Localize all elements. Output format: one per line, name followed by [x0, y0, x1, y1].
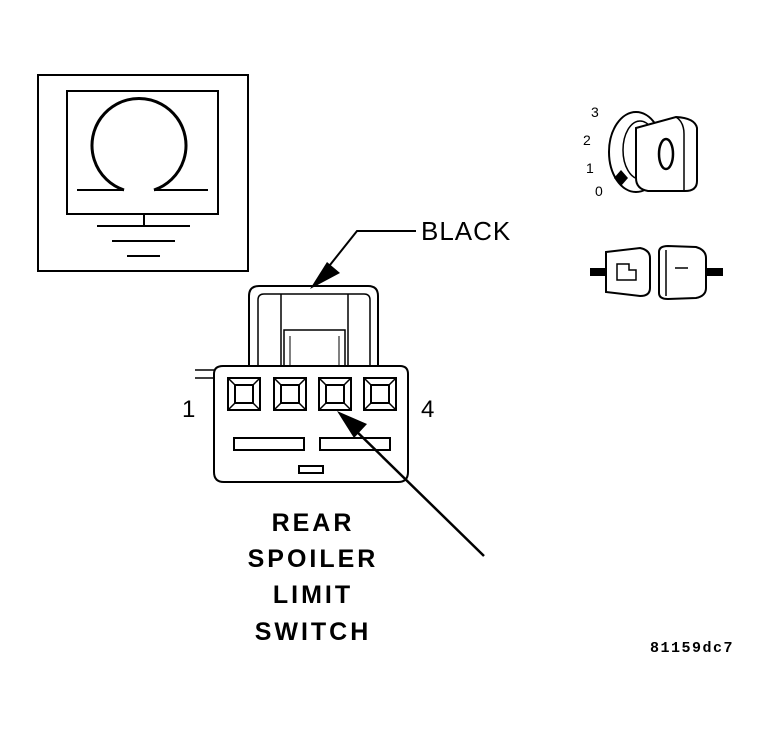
title-line-4: SWITCH	[255, 618, 372, 646]
disconnected-connector-icon	[590, 244, 723, 301]
ignition-position-2: 2	[583, 132, 591, 148]
connector-color-label: BLACK	[421, 216, 511, 246]
pin-cavity-3	[318, 377, 352, 411]
probe-arrow	[337, 411, 485, 557]
ignition-key-icon: 3 2 1 0	[583, 104, 698, 199]
connector-color-callout: BLACK	[310, 216, 511, 289]
figure-id: 81159dc7	[650, 640, 734, 657]
ignition-position-3: 3	[591, 104, 599, 120]
component-title: REAR SPOILER LIMIT SWITCH	[248, 509, 379, 646]
pin-cavity-2	[273, 377, 307, 411]
ignition-position-0: 0	[595, 183, 603, 199]
ohmmeter-icon	[37, 74, 249, 272]
title-line-3: LIMIT	[273, 581, 353, 609]
pin-cavity-4	[363, 377, 397, 411]
pin-number-first: 1	[182, 396, 195, 423]
title-line-2: SPOILER	[248, 545, 379, 573]
pin-cavity-1	[227, 377, 261, 411]
pin-number-last: 4	[421, 396, 434, 423]
title-line-1: REAR	[272, 509, 355, 537]
ignition-position-1: 1	[586, 160, 594, 176]
connector-face: 1 4	[182, 285, 434, 483]
